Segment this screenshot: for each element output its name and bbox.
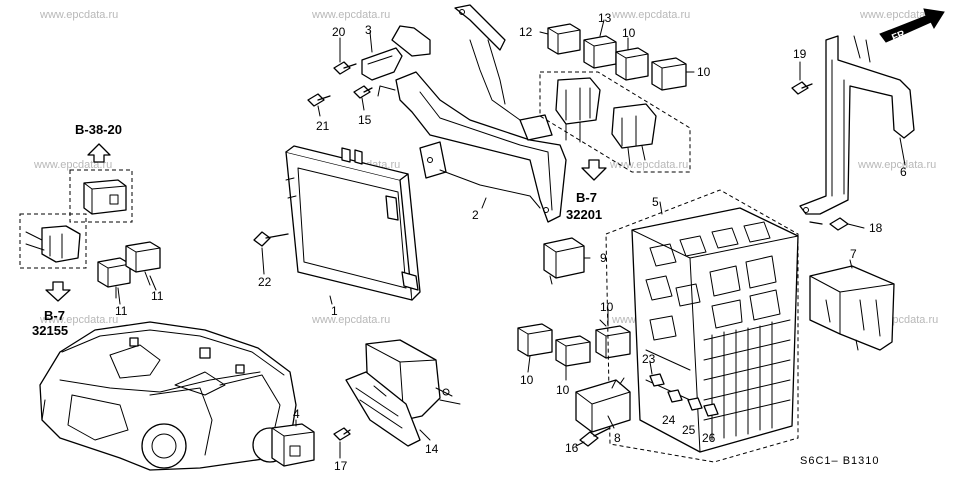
control-unit-4 xyxy=(271,423,315,467)
small-bracket-3 xyxy=(361,25,431,81)
watermark-text: www.epcdata.ru xyxy=(39,9,118,21)
reference-label: B-38-20 xyxy=(75,122,122,137)
callout-number: 21 xyxy=(316,119,330,133)
callout-number: 23 xyxy=(642,352,656,366)
callout-number: 16 xyxy=(565,441,579,455)
callout-number: 19 xyxy=(793,47,807,61)
callout-number: 5 xyxy=(652,195,659,209)
watermark-text: www.epcdata.ru xyxy=(609,159,688,171)
relay-9 xyxy=(543,237,585,285)
watermark-text: www.epcdata.ru xyxy=(39,314,118,326)
control-unit-8 xyxy=(575,377,631,433)
callout-number: 10 xyxy=(622,26,636,40)
vehicle-illustration xyxy=(39,321,297,471)
callout-number: 26 xyxy=(702,431,716,445)
watermark-text: www.epcdata.ru xyxy=(611,9,690,21)
bolt-group xyxy=(253,61,849,447)
fuse-set xyxy=(649,373,719,417)
callout-number: 10 xyxy=(556,383,570,397)
relay-group-top xyxy=(539,23,691,181)
reference-label: B-7 xyxy=(576,190,597,205)
reference-label: 32155 xyxy=(32,323,68,338)
reference-label: B-7 xyxy=(44,308,65,323)
watermark-text: www.epcdata.ru xyxy=(33,159,112,171)
callout-number: 15 xyxy=(358,113,372,127)
reference-label: 32201 xyxy=(566,207,602,222)
ecu-unit xyxy=(285,145,421,301)
callout-number: 11 xyxy=(115,304,128,318)
callout-number: 18 xyxy=(869,221,883,235)
callout-number: 17 xyxy=(334,459,348,473)
callout-number: 25 xyxy=(682,423,696,437)
leader-lines xyxy=(117,19,906,459)
diagram-code: S6C1– B1310 xyxy=(800,455,880,467)
callout-number: 10 xyxy=(600,300,614,314)
watermark-text: www.epcdata.ru xyxy=(311,314,390,326)
watermark-text: www.epcdata.ru xyxy=(857,159,936,171)
relay-group-mid xyxy=(517,319,631,367)
callout-number: 10 xyxy=(697,65,711,79)
left-reference-group xyxy=(19,143,161,302)
callout-number: 10 xyxy=(520,373,534,387)
callout-number: 20 xyxy=(332,25,346,39)
watermark-text: www.epcdata.ru xyxy=(311,9,390,21)
callout-number: 14 xyxy=(425,442,439,456)
bracket-6 xyxy=(799,35,915,215)
callout-layer: 1234567891010101010111112131415161718192… xyxy=(115,11,907,473)
callout-number: 24 xyxy=(662,413,676,427)
callout-number: 11 xyxy=(151,289,164,303)
fuse-box xyxy=(605,189,799,463)
callout-number: 6 xyxy=(900,165,907,179)
callout-number: 22 xyxy=(258,275,272,289)
callout-number: 2 xyxy=(472,208,479,222)
callout-number: 3 xyxy=(365,23,372,37)
callout-number: 1 xyxy=(331,304,338,318)
callout-number: 4 xyxy=(293,407,300,421)
callout-number: 13 xyxy=(598,11,612,25)
watermark-text: www.epcdata.ru xyxy=(859,9,938,21)
ecu-bracket xyxy=(377,4,567,223)
callout-number: 12 xyxy=(519,25,533,39)
callout-number: 7 xyxy=(850,247,857,261)
box-assembly-14 xyxy=(345,339,461,447)
callout-number: 9 xyxy=(600,251,607,265)
cover-7 xyxy=(809,265,895,351)
callout-number: 8 xyxy=(614,431,621,445)
